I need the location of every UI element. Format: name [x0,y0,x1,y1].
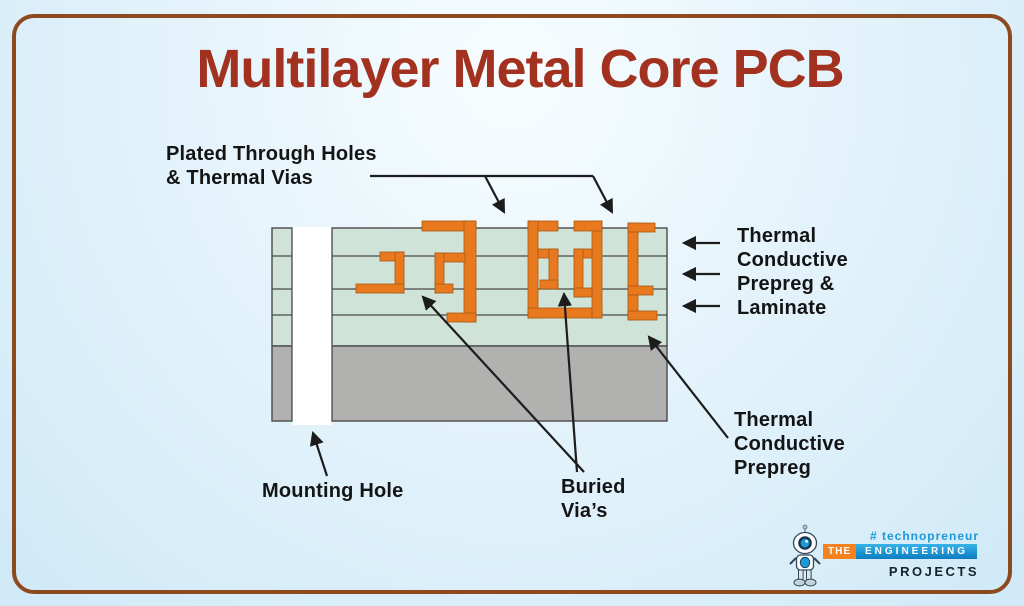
logo-wordmark: THE ENGINEERING [823,544,978,559]
logo-the-badge: THE [823,544,856,559]
plated-holes-pointer [370,174,614,214]
label-mounting-hole: Mounting Hole [262,480,404,502]
pcb-left-strip [271,227,293,422]
prepreg-laminate-arrows [681,235,720,314]
buried-vias-pointers [421,291,585,473]
edge-via-right [627,222,658,321]
label-thermal-conductive-prepreg-laminate: Thermal Conductive Prepreg & Laminate [737,225,848,319]
label-thermal-conductive-prepreg: Thermal Conductive Prepreg [734,409,845,479]
logo-tagline: # technopreneur [869,529,979,543]
brand-logo: # technopreneur THE ENGINEERING PROJECTS [783,522,985,590]
annotation-arrows [309,174,729,477]
logo-projects-text: PROJECTS [888,564,979,579]
buried-via-left [355,251,405,294]
mounting-hole-pointer [309,430,329,477]
label-buried-vias: Buried Via’s [561,476,626,522]
page-title: Multilayer Metal Core PCB [196,39,844,99]
robot-mascot-icon [789,524,821,587]
thermal-prepreg-pointer [647,335,729,439]
logo-engineering-badge: ENGINEERING [856,544,978,559]
label-plated-through-holes: Plated Through Holes & Thermal Vias [166,143,377,189]
mounting-hole-gap [292,227,332,425]
plated-through-hole-1 [421,220,477,323]
